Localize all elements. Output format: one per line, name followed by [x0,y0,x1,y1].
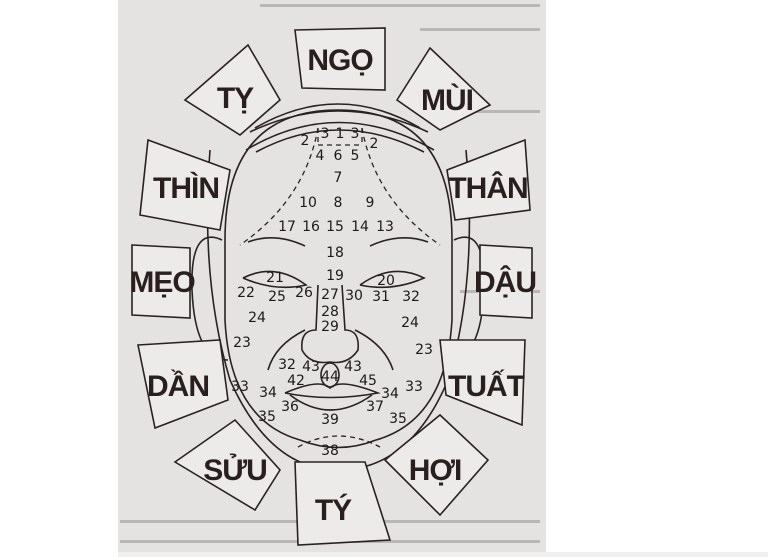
zodiac-boxes [131,27,533,546]
face-number: 39 [321,412,339,428]
zodiac-label-hoi: HỢI [409,454,462,487]
face-number: 19 [326,268,344,284]
zodiac-label-suu: SỬU [203,453,267,487]
face-number: 42 [287,373,305,389]
face-number: 2 [301,133,310,149]
face-number: 34 [381,386,399,402]
zodiac-label-than: THÂN [448,171,527,205]
face-number: 29 [321,319,339,335]
face-number: 24 [401,315,419,331]
face-number: 28 [321,304,339,320]
face-number: 23 [415,342,433,358]
face-number: 8 [334,195,343,211]
zodiac-label-thin: THÌN [153,171,219,205]
zodiac-label-dan: DẦN [147,369,209,403]
face-number: 32 [402,289,420,305]
face-number: 9 [366,195,375,211]
face-number: 27 [321,287,339,303]
face-number: 45 [359,373,377,389]
face-number: 24 [248,310,266,326]
face-number: 6 [334,148,343,164]
face-number: 13 [376,219,394,235]
face-number: 3 [351,126,360,142]
face-number: 44 [321,369,339,385]
face-number: 22 [237,285,255,301]
face-number: 4 [316,148,325,164]
face-number: 2 [370,136,379,152]
face-number: 43 [344,359,362,375]
face-number: 38 [321,443,339,459]
face-number: 33 [231,379,249,395]
zodiac-labels: NGỌ TỴ MÙI THÌN THÂN MẸO DẬU DẦN TUẤT SỬ… [129,44,537,527]
face-number: 26 [295,285,313,301]
zodiac-label-tuat: TUẤT [448,369,525,403]
face-number: 20 [377,273,395,289]
face-number: 21 [266,270,284,286]
zodiac-label-dau: DẬU [474,265,536,299]
face-number: 34 [259,385,277,401]
face-number: 33 [405,379,423,395]
zodiac-label-mui: MÙI [421,83,473,117]
face-number: 14 [351,219,369,235]
face-number: 32 [278,357,296,373]
zodiac-label-ty-rat: TÝ [315,493,352,527]
face-number: 10 [299,195,317,211]
face-number: 16 [302,219,320,235]
face-number: 15 [326,219,344,235]
face-number: 7 [334,170,343,186]
bottom-strip [118,552,768,557]
face-number: 18 [326,245,344,261]
face-number: 31 [372,289,390,305]
zodiac-label-ngo: NGỌ [307,44,373,77]
face-number: 25 [268,289,286,305]
zodiac-label-ty: TỴ [217,82,254,115]
face-number: 1 [336,126,345,142]
face-number: 36 [281,399,299,415]
face-number: 30 [345,288,363,304]
face-number: 37 [366,399,384,415]
face-number: 43 [302,359,320,375]
face-number: 35 [389,411,407,427]
face-number: 3 [321,126,330,142]
face-number: 17 [278,219,296,235]
zodiac-label-meo: MẸO [129,266,195,299]
face-number: 5 [351,148,360,164]
face-number: 23 [233,335,251,351]
face-number: 35 [258,409,276,425]
